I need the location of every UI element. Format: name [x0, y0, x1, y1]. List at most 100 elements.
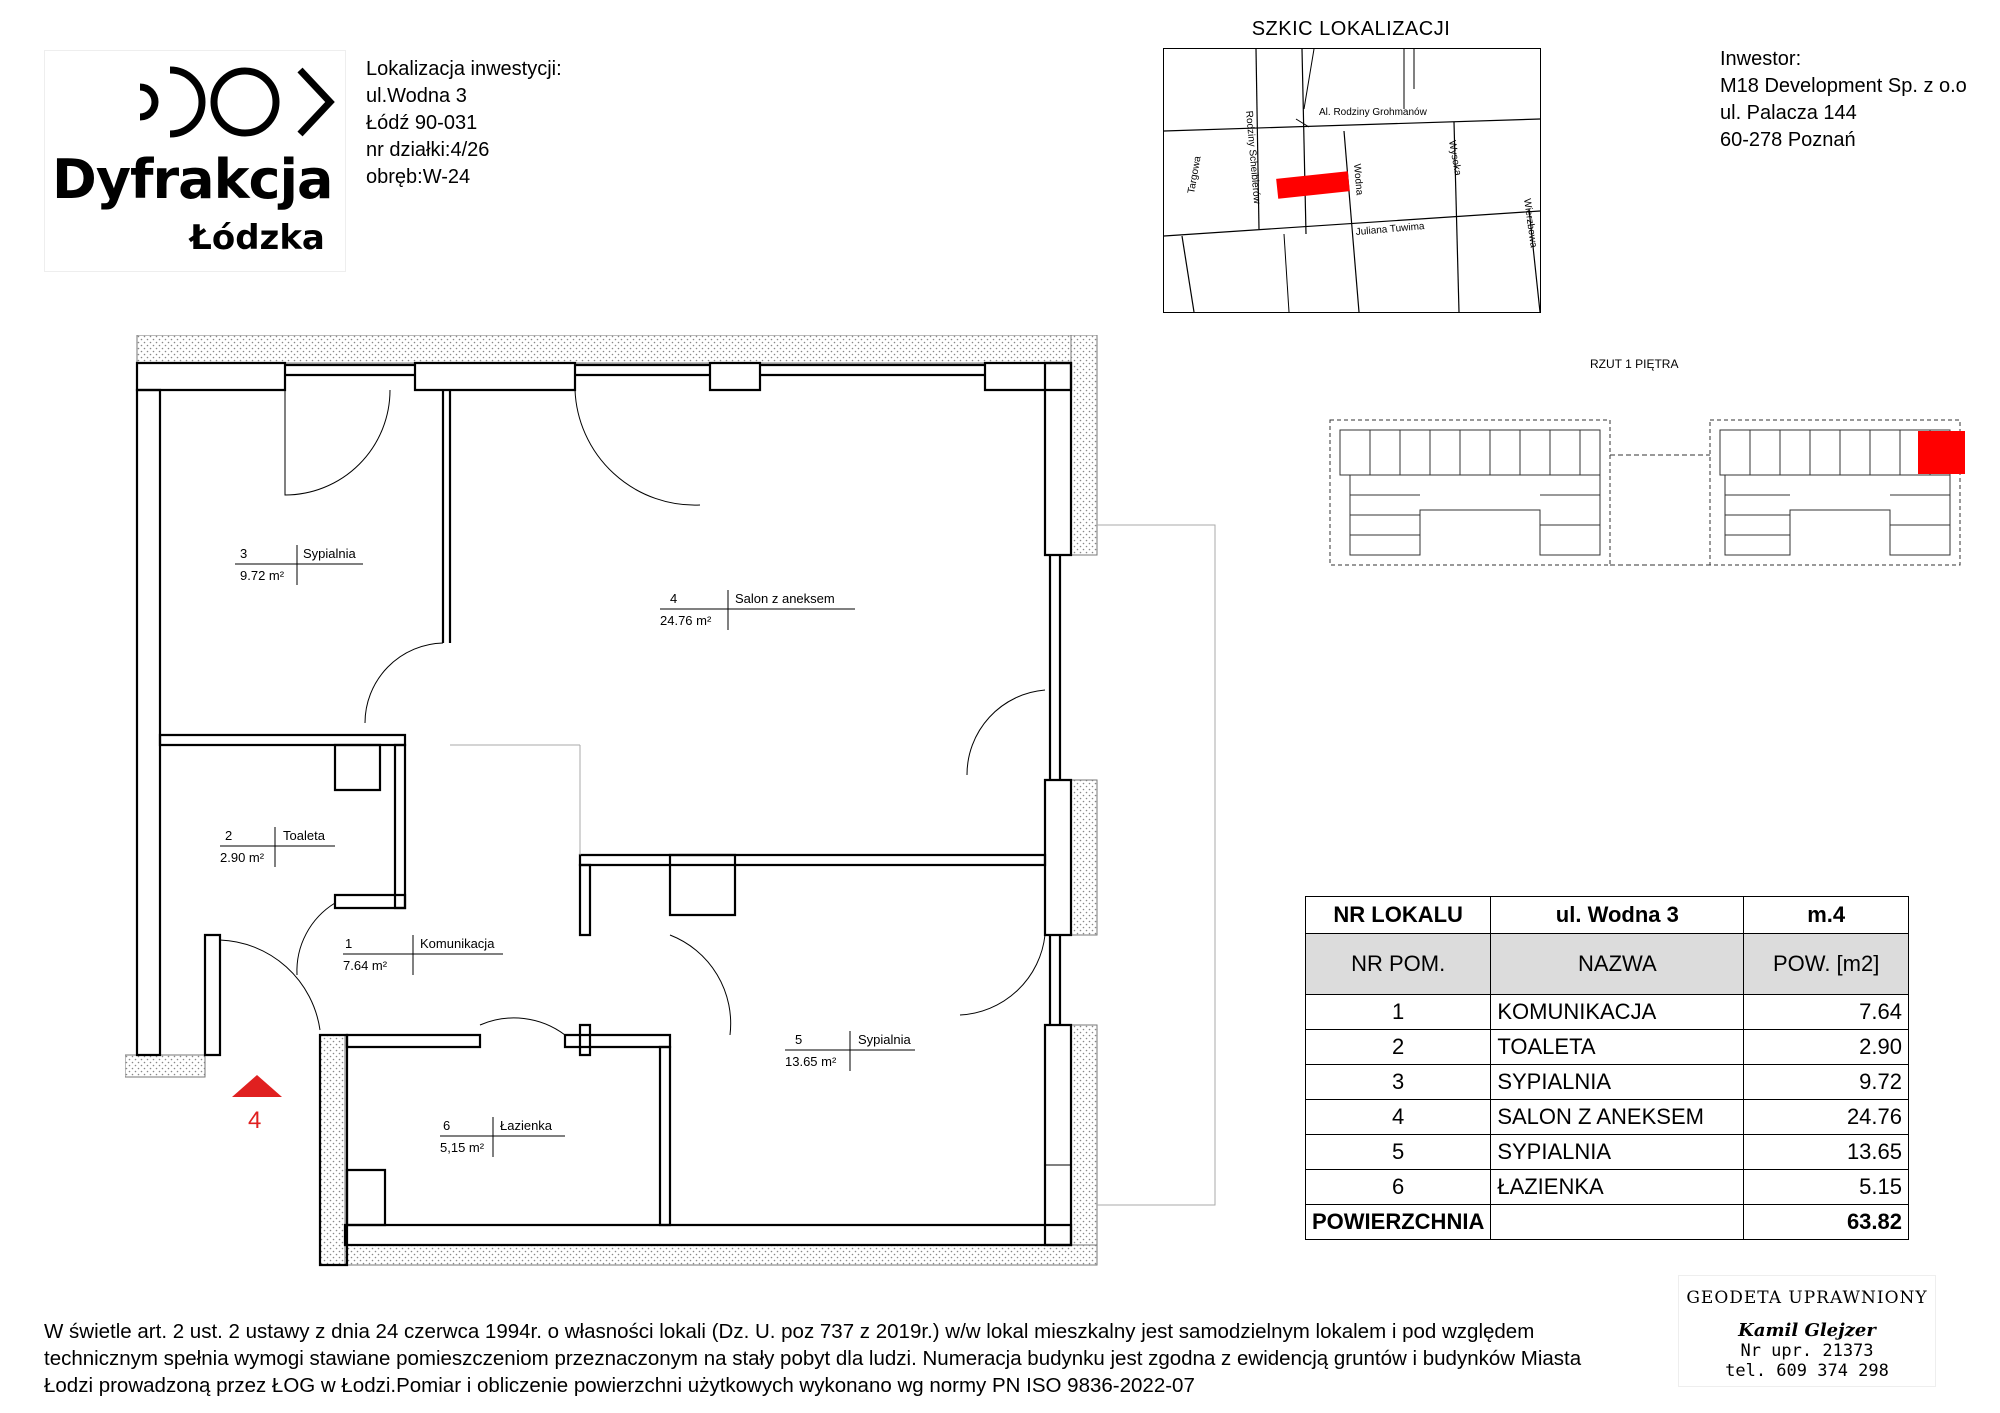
stamp-name: Kamil Glejzer [1738, 1320, 1876, 1341]
legal-note-line: W świetle art. 2 ust. 2 ustawy z dnia 24… [44, 1320, 1535, 1343]
unit-marker [1918, 431, 1965, 474]
table-total-row: POWIERZCHNIA 63.82 [1304, 1204, 1909, 1240]
room-area: 24.76 m² [660, 613, 712, 628]
map-title: SZKIC LOKALIZACJI [1251, 18, 1451, 40]
logo-subtitle: Łódzka [190, 218, 325, 258]
legal-note-line: technicznym spełnia wymogi stawiane pomi… [44, 1347, 1582, 1370]
table-row: 5 SYPIALNIA 13.65 [1304, 1134, 1909, 1170]
room-name: Komunikacja [420, 936, 495, 951]
total-area-cell: 63.82 [1743, 1204, 1909, 1240]
room-number: 2 [225, 828, 232, 843]
room-area: 5,15 m² [440, 1140, 485, 1155]
room-area-cell: 7.64 [1743, 994, 1909, 1030]
room-number: 1 [345, 936, 352, 951]
entrance-number: 4 [248, 1107, 261, 1134]
header-cell: NR POM. [1304, 933, 1492, 995]
legal-note-line: Łodzi prowadzoną przez ŁOG w Łodzi.Pomia… [44, 1374, 1195, 1397]
stamp-title: GEODETA UPRAWNIONY [1686, 1288, 1928, 1308]
table-subheader: NR POM. NAZWA POW. [m2] [1304, 933, 1909, 995]
room-area-cell: 5.15 [1743, 1169, 1909, 1205]
street-label: Wierzbowa [1521, 198, 1539, 249]
investor-heading: Inwestor: [1720, 48, 1802, 70]
logo-title: Dyfrakcja [52, 148, 333, 211]
investor-line: 60-278 Poznań [1720, 129, 1856, 151]
location-line: ul.Wodna 3 [366, 85, 467, 107]
room-area: 7.64 m² [343, 958, 388, 973]
room-label-1: 1 Komunikacja 7.64 m² [343, 935, 503, 975]
legal-note: W świetle art. 2 ust. 2 ustawy z dnia 24… [44, 1318, 1664, 1399]
room-area-cell: 24.76 [1743, 1099, 1909, 1135]
room-number-cell: 5 [1304, 1134, 1492, 1170]
room-area-cell: 2.90 [1743, 1029, 1909, 1065]
room-number: 3 [240, 546, 247, 561]
room-name-cell: SALON Z ANEKSEM [1490, 1099, 1745, 1135]
total-label-cell: POWIERZCHNIA [1304, 1204, 1492, 1240]
property-marker [1276, 171, 1350, 199]
street-label: Wodna [1351, 163, 1365, 196]
room-label-2: 2 Toaleta 2.90 m² [220, 827, 335, 867]
table-row: 4 SALON Z ANEKSEM 24.76 [1304, 1099, 1909, 1135]
location-line: nr działki:4/26 [366, 139, 490, 161]
logo-mark-icon [139, 66, 335, 138]
table-header: NR LOKALU ul. Wodna 3 m.4 [1304, 896, 1909, 934]
room-number-cell: 6 [1304, 1169, 1492, 1205]
header-cell: NR LOKALU [1304, 896, 1492, 934]
room-name-cell: ŁAZIENKA [1490, 1169, 1745, 1205]
location-info: Lokalizacja inwestycji: ul.Wodna 3 Łódź … [366, 56, 562, 191]
area-table: NR LOKALU ul. Wodna 3 m.4 NR POM. NAZWA … [1304, 896, 1909, 1240]
surveyor-stamp: GEODETA UPRAWNIONY Kamil Glejzer Nr upr.… [1678, 1275, 1936, 1387]
total-empty-cell [1490, 1204, 1745, 1240]
location-line: Łódź 90-031 [366, 112, 478, 134]
room-name-cell: TOALETA [1490, 1029, 1745, 1065]
logo [44, 50, 346, 272]
street-label: Rodziny Scheiblerów [1243, 110, 1262, 205]
investor-info: Inwestor: M18 Development Sp. z o.o ul. … [1720, 46, 1967, 154]
room-name: Salon z aneksem [735, 591, 835, 606]
street-label: Al. Rodziny Grohmanów [1319, 107, 1428, 118]
room-number-cell: 3 [1304, 1064, 1492, 1100]
room-number-cell: 4 [1304, 1099, 1492, 1135]
table-row: 3 SYPIALNIA 9.72 [1304, 1064, 1909, 1100]
room-label-6: 6 Łazienka 5,15 m² [440, 1117, 565, 1157]
room-number: 4 [670, 591, 677, 606]
header-cell: m.4 [1743, 896, 1909, 934]
room-name: Łazienka [500, 1118, 553, 1133]
table-row: 6 ŁAZIENKA 5.15 [1304, 1169, 1909, 1205]
street-label: Juliana Tuwima [1355, 221, 1425, 238]
room-labels: 3 Sypialnia 9.72 m² 4 Salon z aneksem 24… [220, 545, 915, 1157]
room-area: 2.90 m² [220, 850, 265, 865]
location-line: obręb:W-24 [366, 166, 471, 188]
room-number: 6 [443, 1118, 450, 1133]
street-label: Targowa [1186, 155, 1203, 195]
room-name: Toaleta [283, 828, 326, 843]
room-number: 5 [795, 1032, 802, 1047]
stamp-license: Nr upr. 21373 [1740, 1341, 1874, 1361]
entrance-arrow-icon [232, 1075, 282, 1097]
room-label-3: 3 Sypialnia 9.72 m² [235, 545, 363, 585]
room-label-5: 5 Sypialnia 13.65 m² [785, 1031, 915, 1071]
map-streets: Al. Rodziny Grohmanów Rodziny Scheibleró… [1164, 49, 1540, 312]
room-area-cell: 13.65 [1743, 1134, 1909, 1170]
stamp-phone: tel. 609 374 298 [1725, 1361, 1889, 1381]
header-cell: NAZWA [1490, 933, 1745, 995]
room-name-cell: KOMUNIKACJA [1490, 994, 1745, 1030]
room-area: 13.65 m² [785, 1054, 837, 1069]
floor-key-title: RZUT 1 PIĘTRA [1590, 357, 1679, 371]
header-cell: POW. [m2] [1743, 933, 1909, 995]
investor-line: M18 Development Sp. z o.o [1720, 75, 1967, 97]
room-name: Sypialnia [858, 1032, 912, 1047]
street-label: Wysoka [1446, 140, 1463, 177]
room-number-cell: 1 [1304, 994, 1492, 1030]
investor-line: ul. Palacza 144 [1720, 102, 1857, 124]
floor-plan: 3 Sypialnia 9.72 m² 4 Salon z aneksem 24… [125, 335, 1216, 1267]
room-number-cell: 2 [1304, 1029, 1492, 1065]
table-row: 1 KOMUNIKACJA 7.64 [1304, 994, 1909, 1030]
room-label-4: 4 Salon z aneksem 24.76 m² [660, 590, 855, 630]
floor-key-plan [1329, 419, 1965, 566]
location-heading: Lokalizacja inwestycji: [366, 58, 562, 80]
room-area-cell: 9.72 [1743, 1064, 1909, 1100]
room-name-cell: SYPIALNIA [1490, 1064, 1745, 1100]
room-name-cell: SYPIALNIA [1490, 1134, 1745, 1170]
header-cell: ul. Wodna 3 [1490, 896, 1745, 934]
table-row: 2 TOALETA 2.90 [1304, 1029, 1909, 1065]
